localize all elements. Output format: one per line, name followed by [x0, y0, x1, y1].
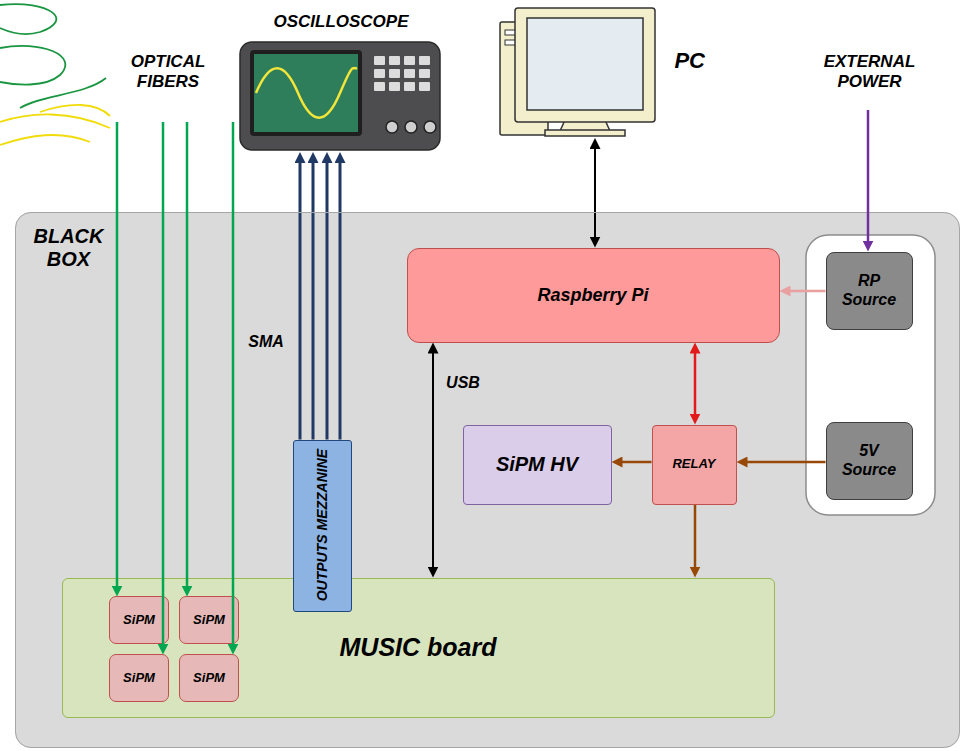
power-source-box: 5V Source	[826, 422, 913, 500]
fiber-scribble	[0, 135, 90, 145]
oscilloscope-illustration	[240, 42, 440, 150]
box-label: BLACK BOX	[31, 225, 106, 271]
fiber-line	[162, 122, 165, 648]
free-label-holder: EXTERNAL POWER	[812, 52, 927, 91]
edge-label-holder: USB	[446, 374, 480, 392]
box-label: PC	[674, 48, 705, 73]
box-label: SiPM	[123, 671, 155, 686]
fiber-scribble	[20, 78, 106, 108]
power-panel	[806, 235, 935, 515]
signal-label: SMA	[248, 333, 284, 350]
connector	[694, 505, 697, 571]
box-label: SiPM HV	[496, 453, 578, 476]
box-label: OUTPUTS MEZZANINE	[314, 447, 330, 605]
fiber-line	[116, 122, 119, 590]
monitor	[515, 8, 655, 122]
scope-knobs	[386, 121, 436, 133]
signal-label: USB	[446, 374, 480, 391]
sensor-box: SiPM	[109, 654, 169, 702]
scope-screen	[254, 54, 358, 132]
mezzanine-box: OUTPUTS MEZZANINE	[293, 440, 352, 612]
connector	[618, 461, 651, 464]
sine-trace	[256, 68, 357, 118]
scope-bezel	[250, 50, 362, 136]
black-box-fill	[15, 212, 960, 748]
box-label: SiPM	[193, 613, 225, 628]
box-label: RP Source	[832, 272, 907, 309]
connector	[594, 145, 596, 241]
monitor-screen	[527, 18, 643, 110]
device-illustration: OSCILLOSCOPE	[238, 6, 444, 152]
edge-label-holder: SMA	[248, 333, 284, 351]
connector	[339, 159, 342, 440]
external-label: OPTICAL FIBERS	[118, 52, 218, 91]
board-box: MUSIC boardSiPMSiPMSiPMSiPM	[62, 578, 775, 718]
sensor-box: SiPM	[109, 596, 169, 644]
monitor-base	[545, 130, 625, 136]
hand-drawn-fibers	[0, 4, 110, 145]
scope-body	[240, 42, 440, 150]
box-label: OSCILLOSCOPE	[273, 12, 408, 32]
free-label-holder: OPTICAL FIBERS	[118, 52, 218, 91]
box-label: RELAY	[672, 457, 715, 472]
fiber-line	[232, 122, 235, 648]
box-label: Raspberry Pi	[537, 285, 648, 306]
power-arrow	[867, 110, 870, 245]
fiber-scribble	[0, 114, 110, 128]
device-illustration: PC	[495, 4, 710, 138]
connector	[299, 159, 302, 440]
sensor-box: SiPM	[179, 654, 239, 702]
external-label: EXTERNAL POWER	[812, 52, 927, 91]
pc-illustration	[500, 8, 655, 136]
computer-box: Raspberry Pi	[407, 248, 780, 343]
connector	[786, 290, 825, 293]
connector	[312, 159, 315, 440]
connector	[326, 159, 329, 440]
fiber-scribble	[0, 46, 65, 85]
relay-box: RELAY	[652, 425, 737, 505]
scope-buttons	[374, 56, 430, 91]
power-source-box: RP Source	[826, 252, 913, 330]
box-label: 5V Source	[832, 442, 907, 479]
connector	[743, 461, 825, 464]
box-label: SiPM	[193, 671, 225, 686]
enclosure-box: BLACK BOX Raspberry Pi RP SourceOUTPUTS ME…	[15, 212, 960, 748]
box-label: SiPM	[123, 613, 155, 628]
sensor-box: SiPM	[179, 596, 239, 644]
fiber-arrows	[117, 122, 233, 648]
fiber-scribble	[40, 105, 110, 116]
box-label: MUSIC board	[340, 633, 497, 662]
hv-box: SiPM HV	[463, 425, 612, 505]
connector	[432, 349, 434, 571]
connector	[694, 349, 697, 418]
fiber-scribble	[0, 4, 56, 34]
fiber-line	[186, 122, 189, 590]
